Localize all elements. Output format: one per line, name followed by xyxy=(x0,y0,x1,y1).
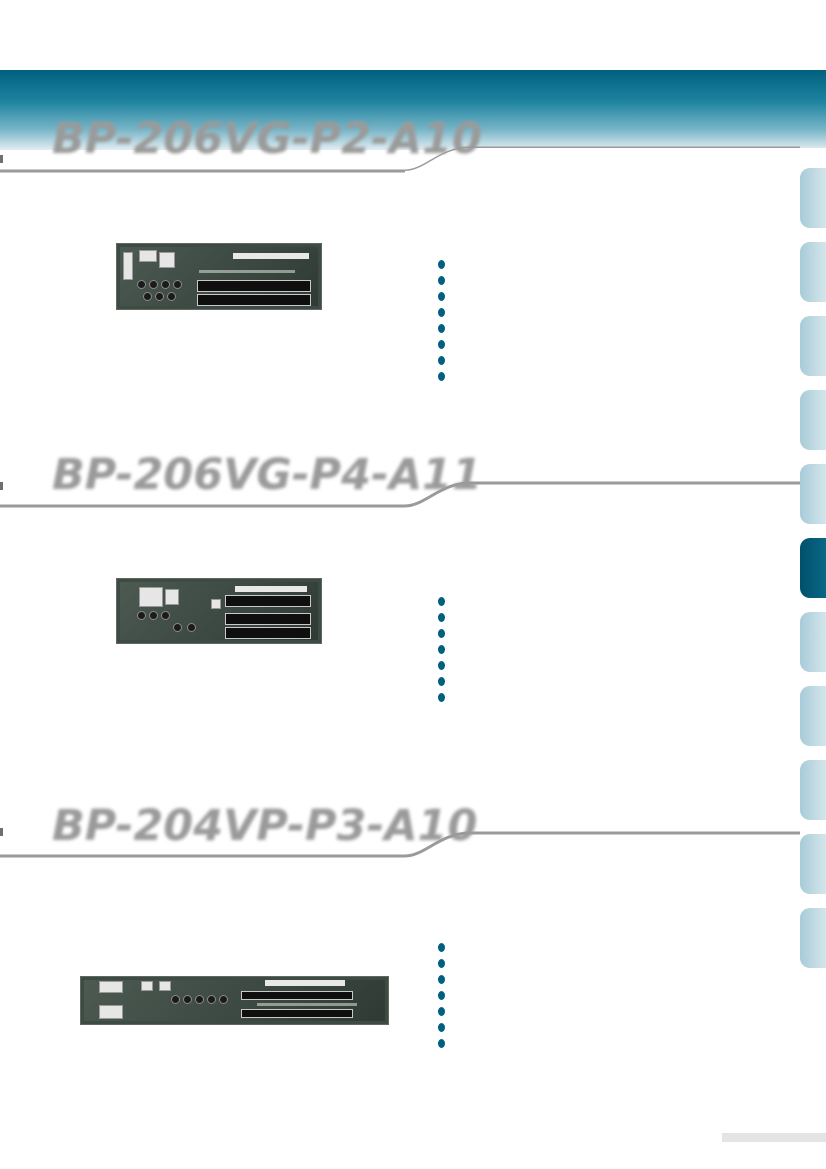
chapter-tab-5[interactable] xyxy=(800,464,826,524)
chapter-tab-4[interactable] xyxy=(800,390,826,450)
backplane-image-2 xyxy=(116,578,322,644)
bullet-icon xyxy=(438,991,445,1000)
chapter-tab-7[interactable] xyxy=(800,612,826,672)
bullet-list-3 xyxy=(438,943,448,1055)
bullet-icon xyxy=(438,1023,445,1032)
bullet-icon xyxy=(438,308,445,317)
margin-tick xyxy=(0,155,3,163)
bullet-icon xyxy=(438,292,445,301)
bullet-icon xyxy=(438,1039,445,1048)
chapter-tab-8[interactable] xyxy=(800,686,826,746)
chapter-tab-6-active[interactable] xyxy=(800,538,826,598)
section-header-2: BP-206VG-P4-A11 xyxy=(0,440,826,520)
chapter-tab-9[interactable] xyxy=(800,760,826,820)
section-header-3: BP-204VP-P3-A10 xyxy=(0,775,826,865)
chapter-tab-1[interactable] xyxy=(800,168,826,228)
bullet-icon xyxy=(438,677,445,686)
chapter-tab-2[interactable] xyxy=(800,242,826,302)
bullet-icon xyxy=(438,959,445,968)
bullet-list-2 xyxy=(438,597,448,709)
backplane-image-1 xyxy=(116,243,322,310)
bullet-icon xyxy=(438,645,445,654)
bullet-icon xyxy=(438,324,445,333)
chapter-tab-3[interactable] xyxy=(800,316,826,376)
margin-tick xyxy=(0,828,3,836)
product-title: BP-206VG-P2-A10 xyxy=(52,114,482,164)
bullet-icon xyxy=(438,276,445,285)
header-curve-1 xyxy=(0,146,826,180)
bullet-icon xyxy=(438,1007,445,1016)
bullet-icon xyxy=(438,597,445,606)
bullet-icon xyxy=(438,340,445,349)
bullet-list-1 xyxy=(438,260,448,388)
backplane-image-3 xyxy=(80,976,389,1025)
page-number-bar xyxy=(722,1133,826,1142)
header-curve-2 xyxy=(0,481,800,508)
chapter-tab-10[interactable] xyxy=(800,834,826,894)
bullet-icon xyxy=(438,629,445,638)
product-title: BP-206VG-P4-A11 xyxy=(52,450,482,500)
bullet-icon xyxy=(438,260,445,269)
bullet-icon xyxy=(438,975,445,984)
bullet-icon xyxy=(438,613,445,622)
header-banner xyxy=(0,70,826,150)
header-curve-3 xyxy=(0,831,800,858)
bullet-icon xyxy=(438,943,445,952)
bullet-icon xyxy=(438,356,445,365)
section-header-1: BP-206VG-P2-A10 xyxy=(0,100,826,180)
margin-tick xyxy=(0,482,3,490)
bullet-icon xyxy=(438,661,445,670)
product-title: BP-204VP-P3-A10 xyxy=(52,801,478,851)
bullet-icon xyxy=(438,693,445,702)
bullet-icon xyxy=(438,372,445,381)
chapter-tab-11[interactable] xyxy=(800,908,826,968)
